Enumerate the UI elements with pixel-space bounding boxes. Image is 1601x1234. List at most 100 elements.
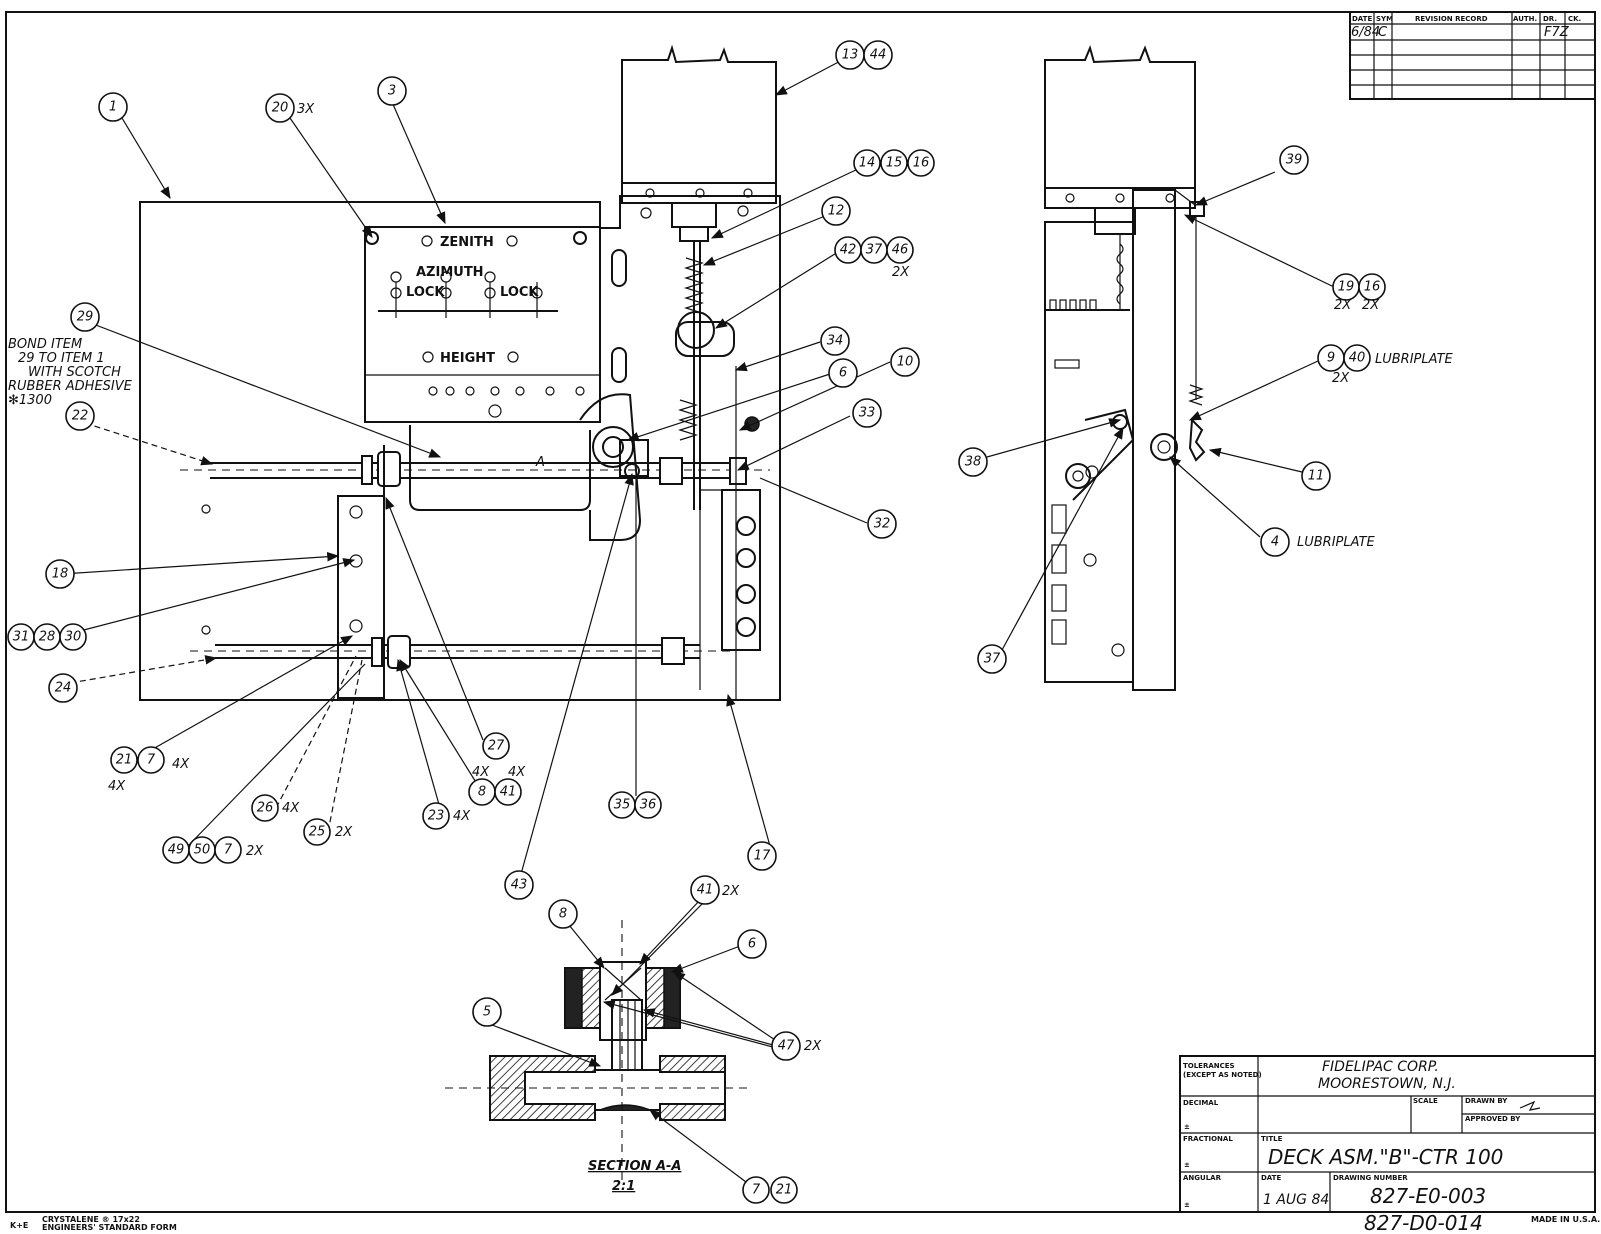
section-scale: 2:1: [612, 1179, 635, 1194]
svg-text:11: 11: [1308, 469, 1325, 484]
footer-form-line-1: CRYSTALENE ® 17x22: [42, 1215, 140, 1224]
balloon-4: 4: [1260, 527, 1290, 557]
panel-label-lock-2: LOCK: [500, 285, 539, 300]
balloon-11: 11: [1301, 461, 1331, 491]
balloon-9: 9: [1317, 344, 1345, 372]
balloon-24: 24: [48, 673, 78, 703]
balloon-6a: 6: [828, 358, 858, 388]
balloon-13: 13: [835, 40, 865, 70]
svg-text:41: 41: [697, 883, 714, 898]
footer-form-line-2: ENGINEERS' STANDARD FORM: [42, 1223, 177, 1232]
svg-text:16: 16: [913, 156, 930, 171]
svg-text:6: 6: [839, 366, 847, 381]
balloon-47: 47: [771, 1031, 801, 1061]
bond-note-line-3: WITH SCOTCH: [28, 365, 121, 380]
balloon-28: 28: [33, 623, 61, 651]
balloon-38: 38: [958, 447, 988, 477]
bond-note-line-2: 29 TO ITEM 1: [18, 351, 105, 366]
panel-label-lock-1: LOCK: [406, 285, 445, 300]
balloon-42: 42: [834, 236, 862, 264]
lubriplate-note-1: LUBRIPLATE: [1375, 352, 1454, 367]
drawing-border: [5, 11, 1596, 1213]
balloon-10: 10: [890, 347, 920, 377]
balloon-8a: 8: [468, 778, 496, 806]
balloon-5: 5: [472, 997, 502, 1027]
multipliers: 3X 2X 2X 2X 2X 4X 4X 4X 2X 2X 4X 4X 4X 2…: [108, 102, 1380, 1054]
svg-text:25: 25: [309, 825, 326, 840]
balloon-14: 14: [853, 149, 881, 177]
svg-text:16: 16: [1364, 280, 1381, 295]
footer: K+E CRYSTALENE ® 17x22 ENGINEERS' STANDA…: [10, 1211, 1600, 1234]
balloon-22: 22: [65, 401, 95, 431]
bond-note-line-1: BOND ITEM: [8, 337, 82, 352]
balloon-34: 34: [820, 326, 850, 356]
balloon-3: 3: [377, 76, 407, 106]
bond-note-line-5: ✻1300: [8, 393, 52, 408]
balloon-7b: 7: [214, 836, 242, 864]
svg-text:29: 29: [77, 310, 94, 325]
tb-date-label: DATE: [1261, 1174, 1281, 1182]
tb-drawn-by: DRAWN BY: [1465, 1097, 1508, 1105]
balloon-29: 29: [70, 302, 100, 332]
rev-header-date: DATE: [1352, 15, 1372, 23]
tb-decimal-pm: ±: [1184, 1123, 1190, 1131]
balloon-25: 25: [303, 818, 331, 846]
balloon-32: 32: [867, 509, 897, 539]
mult-19: 2X: [1334, 298, 1352, 313]
balloon-31: 31: [7, 623, 35, 651]
balloon-6b: 6: [737, 929, 767, 959]
svg-text:18: 18: [52, 567, 69, 582]
svg-text:7: 7: [224, 843, 233, 858]
tb-date: 1 AUG 84: [1263, 1192, 1329, 1208]
svg-text:13: 13: [842, 48, 859, 63]
tb-tolerances-sub: (EXCEPT AS NOTED): [1183, 1071, 1262, 1079]
svg-text:8: 8: [478, 785, 486, 800]
balloon-8b: 8: [548, 899, 578, 929]
lubriplate-note-2: LUBRIPLATE: [1297, 535, 1376, 550]
svg-text:43: 43: [511, 878, 528, 893]
rev-header-record: REVISION RECORD: [1415, 15, 1488, 23]
footer-brand: K+E: [10, 1221, 28, 1230]
mult-26: 4X: [282, 801, 300, 816]
balloon-23: 23: [422, 802, 450, 830]
panel-label-height: HEIGHT: [440, 351, 495, 366]
svg-text:31: 31: [13, 630, 30, 645]
tb-tolerances: TOLERANCES: [1183, 1062, 1235, 1070]
tb-angular: ANGULAR: [1183, 1174, 1222, 1182]
balloon-7a: 7: [137, 746, 165, 774]
balloon-43: 43: [504, 870, 534, 900]
bond-note-line-4: RUBBER ADHESIVE: [8, 379, 133, 394]
svg-text:8: 8: [559, 907, 567, 922]
balloon-21a: 21: [110, 746, 138, 774]
mult-25: 2X: [335, 825, 353, 840]
rev-header-dr: DR.: [1543, 15, 1557, 23]
svg-text:15: 15: [886, 156, 903, 171]
front-view: ZENITH AZIMUTH LOCK LOCK HEIGHT: [139, 44, 781, 701]
svg-text:4: 4: [1271, 535, 1279, 550]
mult-16: 2X: [1362, 298, 1380, 313]
svg-text:38: 38: [965, 455, 982, 470]
balloon-36: 36: [634, 791, 662, 819]
svg-text:10: 10: [897, 355, 914, 370]
svg-text:23: 23: [428, 809, 445, 824]
balloon-15: 15: [880, 149, 908, 177]
balloon-16a: 16: [907, 149, 935, 177]
balloon-39: 39: [1279, 145, 1309, 175]
balloon-41a: 41: [494, 778, 522, 806]
balloon-40: 40: [1343, 344, 1371, 372]
panel-label-azimuth: AZIMUTH: [416, 265, 484, 280]
balloon-20: 20: [265, 93, 295, 123]
balloon-30: 30: [59, 623, 87, 651]
balloon-19: 19: [1332, 273, 1360, 301]
svg-text:7: 7: [752, 1183, 761, 1198]
revision-block: DATE SYM REVISION RECORD AUTH. DR. CK. 6…: [1349, 11, 1596, 100]
mult-8: 4X: [472, 765, 490, 780]
balloon-46: 46: [886, 236, 914, 264]
svg-text:35: 35: [614, 798, 631, 813]
svg-text:7: 7: [147, 753, 156, 768]
svg-text:27: 27: [488, 739, 505, 754]
svg-text:9: 9: [1327, 351, 1335, 366]
section-marker-a: A: [535, 455, 545, 470]
mult-41a: 4X: [508, 765, 526, 780]
